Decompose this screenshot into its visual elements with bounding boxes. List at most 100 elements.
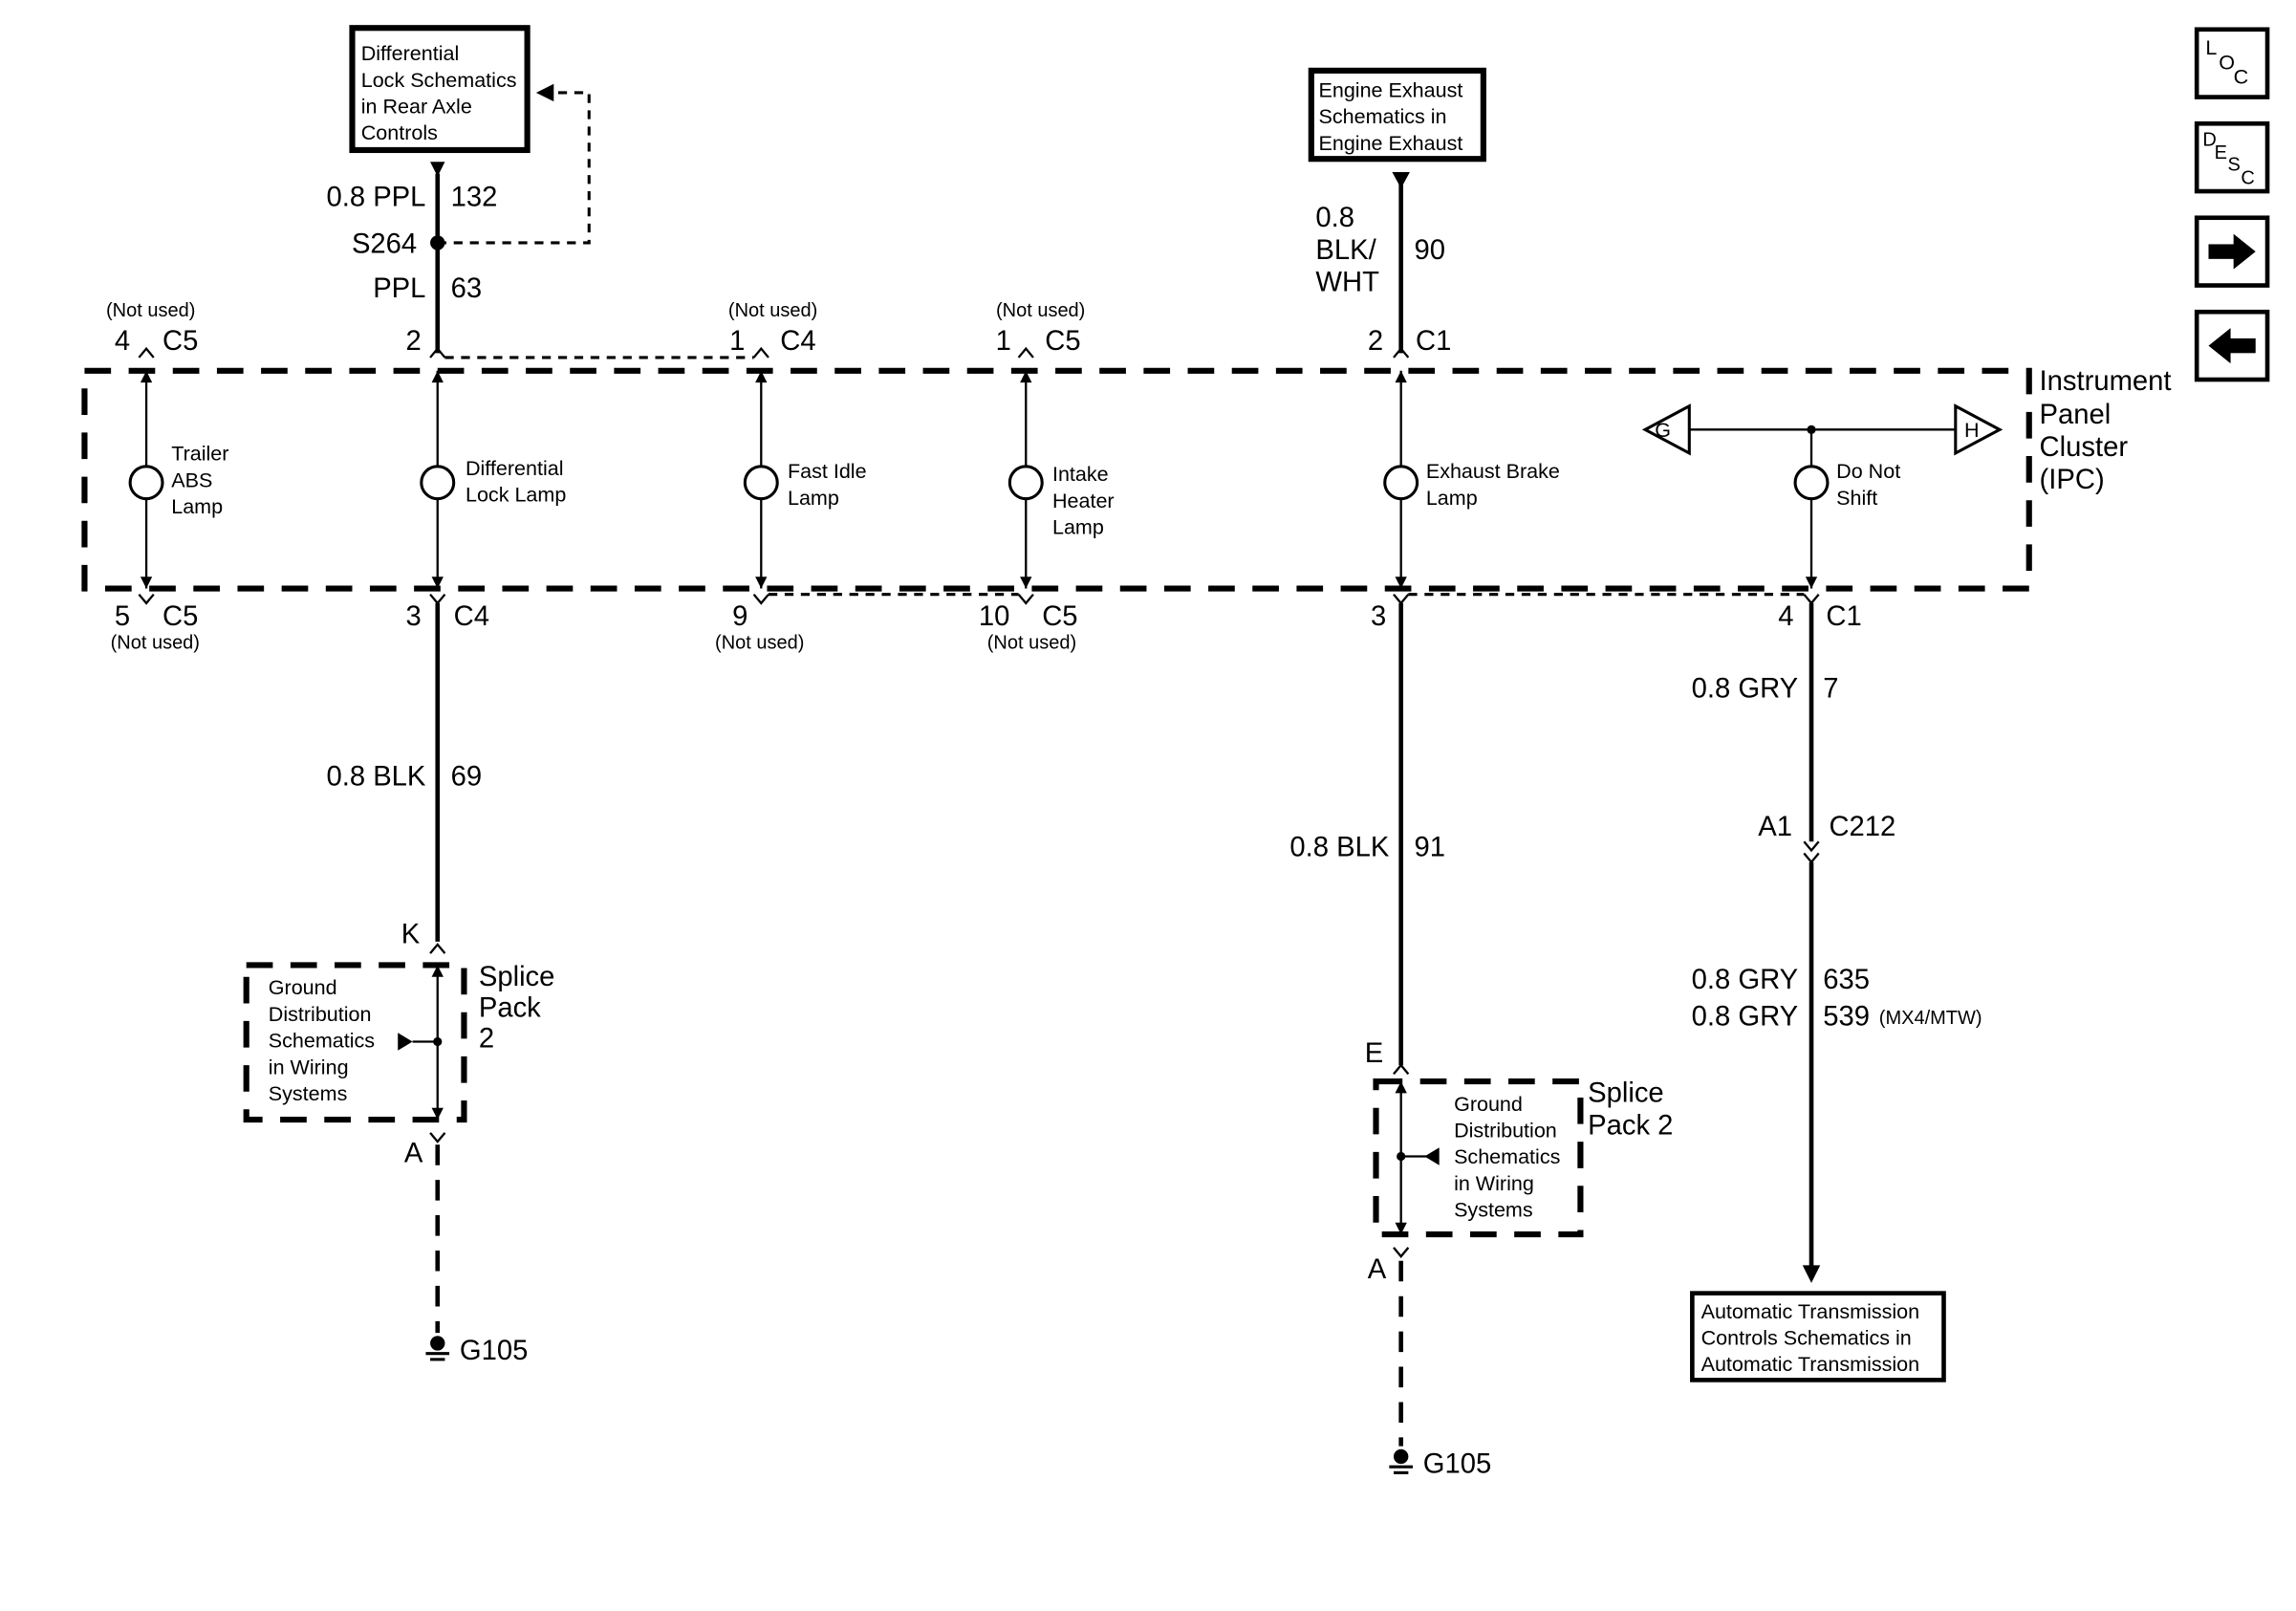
pin-top-fastidle: 1 C4	[729, 326, 816, 359]
ground-dist-ref-right[interactable]: Ground Distribution Schematics in Wiring…	[1454, 1093, 1560, 1222]
bulb-icon	[1383, 465, 1419, 501]
wire-size: BLK/	[1315, 235, 1376, 266]
svg-text:Instrument: Instrument	[2040, 366, 2172, 397]
svg-text:Distribution: Distribution	[269, 1003, 372, 1026]
svg-text:C1: C1	[1826, 601, 1861, 632]
splice-pack-label-right: Splice Pack 2	[1588, 1078, 1673, 1142]
arrow-left-icon	[1424, 1147, 1440, 1165]
ref-line: Engine Exhaust	[1319, 79, 1463, 102]
diff-lock-schematics-ref[interactable]: Differential Lock Schematics in Rear Axl…	[349, 25, 531, 154]
loc-button[interactable]: L O C	[2194, 27, 2270, 99]
bulb-icon	[743, 465, 779, 501]
ground-label: G105	[1423, 1448, 1491, 1479]
svg-text:D: D	[2202, 129, 2216, 150]
bulb-icon	[1007, 465, 1044, 501]
ipc-label: Instrument Panel Cluster (IPC)	[2040, 366, 2172, 495]
svg-text:1: 1	[729, 326, 745, 357]
svg-text:Cluster: Cluster	[2040, 432, 2129, 463]
svg-text:Intake: Intake	[1052, 463, 1109, 486]
wire-size: 0.8 BLK	[326, 762, 425, 793]
svg-text:C: C	[2234, 66, 2249, 89]
pin-k: K	[401, 919, 421, 949]
svg-text:S: S	[2227, 155, 2240, 176]
wire-number: 63	[451, 273, 483, 304]
auto-trans-ref[interactable]: Automatic Transmission Controls Schemati…	[1690, 1291, 1946, 1382]
svg-text:(Not used): (Not used)	[715, 633, 804, 654]
ipc-box	[81, 367, 2032, 592]
wire-size: PPL	[373, 273, 425, 304]
svg-text:Ground: Ground	[1454, 1093, 1523, 1116]
svg-text:C5: C5	[1045, 326, 1080, 357]
svg-text:C1: C1	[1416, 326, 1451, 357]
ground-dist-ref-left[interactable]: Ground Distribution Schematics in Wiring…	[269, 976, 375, 1105]
svg-text:Lamp: Lamp	[171, 495, 223, 518]
svg-text:Ground: Ground	[269, 976, 337, 999]
wire-number: 90	[1415, 235, 1446, 266]
svg-text:in Wiring: in Wiring	[1454, 1172, 1534, 1195]
engine-exhaust-ref[interactable]: Engine Exhaust Schematics in Engine Exha…	[1308, 67, 1486, 163]
svg-text:(IPC): (IPC)	[2040, 465, 2105, 495]
option-code: (MX4/MTW)	[1879, 1008, 1982, 1029]
pin-bot-fastidle: 9 (Not used)	[715, 593, 804, 654]
svg-text:Splice: Splice	[479, 962, 555, 992]
svg-text:(Not used): (Not used)	[987, 633, 1076, 654]
svg-text:Lamp: Lamp	[1052, 516, 1104, 539]
svg-text:Lamp: Lamp	[788, 487, 839, 510]
arrow-down-icon	[430, 162, 445, 177]
svg-text:5: 5	[115, 601, 130, 632]
pin-top-exhaust: 2 C1	[1368, 326, 1451, 359]
prev-page-button[interactable]	[2194, 309, 2270, 382]
svg-text:L: L	[2205, 36, 2217, 59]
svg-text:C5: C5	[1042, 601, 1077, 632]
desc-button[interactable]: D E S C	[2194, 120, 2270, 194]
bulb-icon	[420, 465, 456, 501]
wire-size: 0.8 GRY	[1692, 673, 1799, 704]
pin-a: A	[404, 1139, 423, 1169]
pin-a: A	[1368, 1254, 1387, 1285]
svg-text:9: 9	[732, 601, 747, 632]
svg-text:Trailer: Trailer	[171, 443, 228, 466]
ref-line: Lock Schematics	[361, 69, 517, 92]
wire-number: 132	[451, 182, 498, 212]
connector-e	[1393, 1063, 1410, 1076]
arrow-left-icon	[2208, 328, 2256, 364]
svg-text:O: O	[2219, 51, 2235, 74]
next-page-button[interactable]	[2194, 215, 2270, 288]
svg-text:3: 3	[1371, 601, 1386, 632]
svg-text:C4: C4	[780, 326, 815, 357]
splice-label: S264	[352, 229, 417, 260]
svg-text:E: E	[2215, 142, 2227, 163]
splice-pack-left	[243, 962, 467, 1123]
wire-number: 91	[1415, 833, 1446, 863]
wire-number: 7	[1823, 673, 1838, 704]
svg-text:in Wiring: in Wiring	[269, 1056, 349, 1078]
svg-text:Controls Schematics in: Controls Schematics in	[1701, 1326, 1912, 1349]
svg-text:Exhaust Brake: Exhaust Brake	[1426, 460, 1560, 483]
ref-line: Differential	[361, 42, 460, 65]
svg-text:Lock Lamp: Lock Lamp	[466, 484, 566, 507]
pin-bot-diff: 3 C4	[406, 593, 489, 632]
optional-path	[437, 91, 591, 245]
not-used-label: (Not used)	[728, 300, 817, 321]
svg-text:Systems: Systems	[1454, 1199, 1533, 1222]
wire-number: 69	[451, 762, 483, 793]
ref-line: in Rear Axle	[361, 95, 472, 118]
ground-icon	[425, 1336, 450, 1361]
svg-text:Automatic Transmission: Automatic Transmission	[1701, 1353, 1920, 1376]
svg-text:2: 2	[406, 326, 422, 357]
svg-text:G: G	[1655, 419, 1671, 442]
svg-text:ABS: ABS	[171, 468, 212, 491]
connector-a	[1393, 1247, 1410, 1258]
svg-text:(Not used): (Not used)	[111, 633, 200, 654]
lamp-circuit-exhaust-brake: Exhaust Brake Lamp	[1383, 370, 1560, 589]
svg-text:Systems: Systems	[269, 1082, 348, 1105]
svg-text:Do Not: Do Not	[1836, 460, 1900, 483]
svg-text:C: C	[2241, 167, 2254, 188]
svg-text:Pack 2: Pack 2	[1588, 1110, 1673, 1141]
arrow-right-icon	[398, 1033, 413, 1051]
svg-text:Fast Idle: Fast Idle	[788, 460, 867, 483]
svg-text:Schematics: Schematics	[1454, 1145, 1560, 1168]
connector-label: C212	[1829, 812, 1895, 842]
svg-text:Panel: Panel	[2040, 400, 2112, 430]
ground-icon	[1389, 1448, 1413, 1474]
